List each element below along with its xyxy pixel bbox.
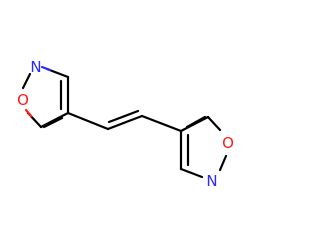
bond-o-n-left xyxy=(21,72,32,90)
right-isoxazole-ring xyxy=(179,115,228,179)
bond-alkene-to-ring-right xyxy=(140,114,183,133)
bond-ring-to-alkene-left xyxy=(66,111,110,131)
bond-alkene-double xyxy=(106,114,144,131)
atom-o-left: O xyxy=(17,91,29,109)
atom-n-right: N xyxy=(206,172,217,190)
bond-c4-c5-left xyxy=(39,111,70,129)
bond-o-n-right xyxy=(218,154,228,172)
bond-n1-c3-left-n-segment xyxy=(40,65,52,72)
bond-c5-o-left-o-segment xyxy=(24,108,33,118)
bond-c4-c5-left-inner xyxy=(42,116,64,129)
atom-o-right: O xyxy=(222,134,234,152)
structure-diagram: N O O N xyxy=(17,58,234,190)
atom-n-left: N xyxy=(30,58,41,76)
left-isoxazole-ring xyxy=(21,65,70,129)
bond-c4-c5-right-inner xyxy=(185,115,207,129)
bond-n-c3-right xyxy=(179,167,204,179)
bond-c5-o-right xyxy=(206,115,222,132)
bond-alkene-double-inner xyxy=(107,109,140,124)
vinylene-bridge xyxy=(66,109,183,133)
